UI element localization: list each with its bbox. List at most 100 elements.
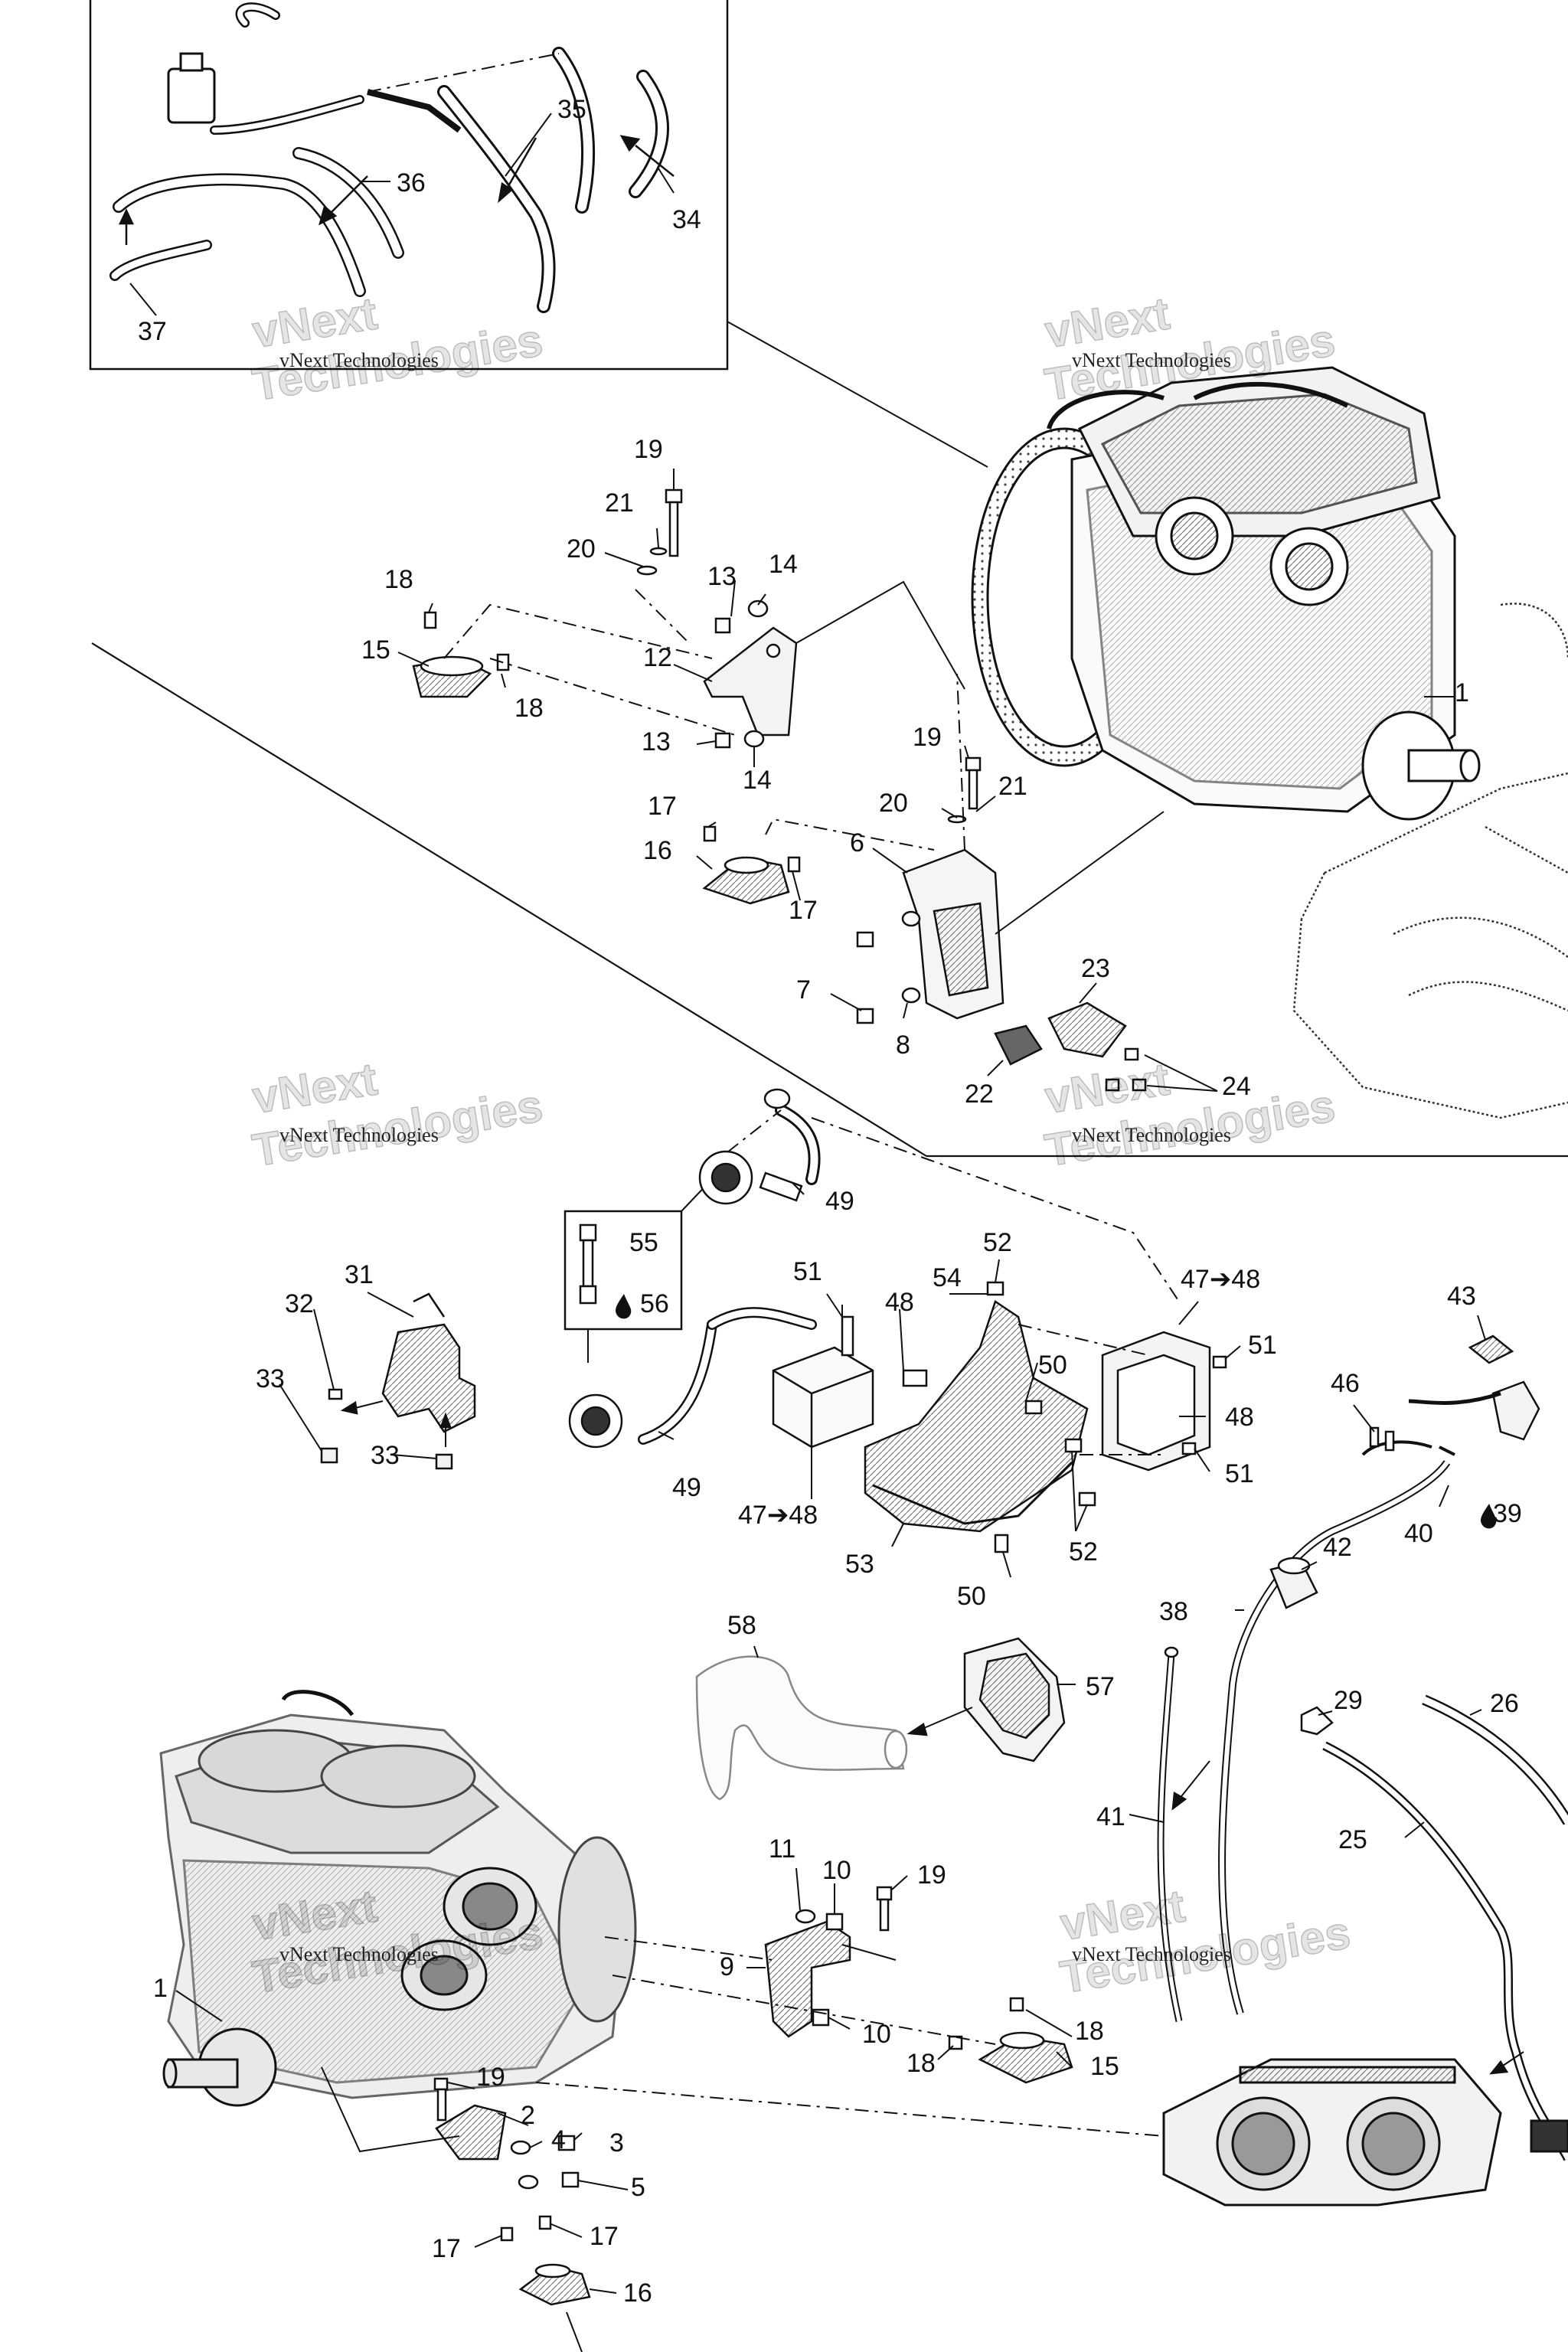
callout-13: 13 [642, 727, 671, 756]
callout-21: 21 [605, 488, 634, 518]
callout-19: 19 [917, 1860, 946, 1890]
callout-17: 17 [432, 2234, 461, 2263]
callout-42: 42 [1323, 1533, 1352, 1562]
watermark: vNext Technologies vNext Technologies [1040, 287, 1339, 411]
callout-47-48: 47➔48 [738, 1501, 818, 1530]
callout-15: 15 [361, 635, 390, 665]
callout-32: 32 [285, 1289, 314, 1318]
callout-49: 49 [825, 1187, 854, 1216]
callout-38: 38 [1159, 1597, 1188, 1626]
mid-mounts [702, 673, 1165, 1092]
callout-20: 20 [879, 789, 908, 818]
watermark: vNext Technologies vNext Technologies [248, 287, 547, 411]
callout-3: 3 [609, 2128, 624, 2158]
callout-17: 17 [789, 896, 818, 925]
callout-51: 51 [793, 1257, 822, 1286]
callout-57: 57 [1086, 1672, 1115, 1701]
callout-1: 1 [1455, 678, 1469, 707]
callout-25: 25 [1338, 1825, 1367, 1854]
callout-14: 14 [743, 766, 772, 795]
watermark: vNext Technologies vNext Technologies [1040, 1053, 1339, 1177]
intake-parts [695, 1637, 1066, 1801]
callout-35: 35 [557, 95, 586, 124]
lower-mounts [321, 1886, 1165, 2352]
callout-47-48: 47➔48 [1181, 1265, 1261, 1294]
callout-10: 10 [862, 2020, 891, 2049]
callout-18: 18 [1075, 2017, 1104, 2046]
spark-plug-box [564, 1210, 683, 1331]
callout-10: 10 [822, 1856, 851, 1885]
callout-40: 40 [1404, 1519, 1433, 1548]
chassis-outline [1292, 603, 1568, 1119]
callout-6: 6 [850, 828, 864, 858]
callout-15: 15 [1090, 2052, 1119, 2081]
callout-29: 29 [1334, 1686, 1363, 1715]
callout-55: 55 [629, 1228, 658, 1257]
solenoid-valve [167, 67, 216, 124]
callout-53: 53 [845, 1550, 874, 1579]
callout-52: 52 [1069, 1537, 1098, 1566]
callout-leaders [129, 113, 1486, 2294]
callout-20: 20 [567, 534, 596, 564]
callout-17: 17 [648, 792, 677, 821]
callout-18: 18 [384, 565, 413, 594]
fuel-hoses [1157, 1646, 1568, 2161]
callout-34: 34 [672, 205, 701, 234]
callout-21: 21 [998, 772, 1027, 801]
callout-31: 31 [345, 1260, 374, 1289]
intake-manifold [1162, 2058, 1568, 2207]
upper-mounts [412, 488, 965, 749]
callout-19: 19 [913, 723, 942, 752]
callout-22: 22 [965, 1080, 994, 1109]
callout-51: 51 [1248, 1331, 1277, 1360]
hose-inset-box [89, 0, 988, 468]
callout-1: 1 [153, 1974, 168, 2003]
watermark: vNext Technologies vNext Technologies [1056, 1880, 1354, 2004]
callout-50: 50 [957, 1582, 986, 1611]
callout-41: 41 [1096, 1802, 1125, 1831]
callout-2: 2 [521, 2101, 535, 2130]
thread-locker-symbols [616, 1294, 1497, 1529]
callout-43: 43 [1447, 1282, 1476, 1311]
callout-19: 19 [634, 435, 663, 464]
callout-18: 18 [514, 694, 544, 723]
callout-19: 19 [476, 2063, 505, 2092]
callout-33: 33 [371, 1441, 400, 1470]
diagonal-leader [91, 642, 927, 1157]
bracket-31 [320, 1292, 476, 1470]
right-wiring [1218, 1334, 1540, 2015]
callout-23: 23 [1081, 954, 1110, 983]
callout-16: 16 [643, 836, 672, 865]
callout-39: 39 [1493, 1499, 1522, 1528]
inset-leader-line [727, 321, 988, 468]
engine-bottom [159, 1690, 637, 2107]
callout-46: 46 [1331, 1369, 1360, 1398]
callout-11: 11 [769, 1834, 796, 1864]
callout-9: 9 [720, 1952, 734, 1981]
callout-51: 51 [1225, 1459, 1254, 1488]
watermark: vNext Technologies vNext Technologies [248, 1053, 547, 1177]
callout-16: 16 [623, 2278, 652, 2308]
callout-48: 48 [885, 1288, 914, 1317]
callout-58: 58 [727, 1611, 756, 1640]
callout-17: 17 [590, 2222, 619, 2251]
inset-frame [89, 0, 729, 371]
callout-37: 37 [138, 317, 167, 346]
callout-12: 12 [643, 643, 672, 672]
callout-26: 26 [1490, 1689, 1519, 1718]
watermark: vNext Technologies vNext Technologies [248, 1880, 547, 2004]
callout-18: 18 [906, 2049, 936, 2078]
callout-49: 49 [672, 1473, 701, 1502]
callout-7: 7 [796, 975, 811, 1004]
callout-48: 48 [1225, 1403, 1254, 1432]
callout-8: 8 [896, 1031, 910, 1060]
callout-33: 33 [256, 1364, 285, 1393]
callout-52: 52 [983, 1228, 1012, 1257]
callout-14: 14 [769, 550, 798, 579]
callout-50: 50 [1038, 1351, 1067, 1380]
callout-56: 56 [640, 1289, 669, 1318]
callout-4: 4 [551, 2125, 566, 2154]
engine-top [971, 366, 1481, 821]
